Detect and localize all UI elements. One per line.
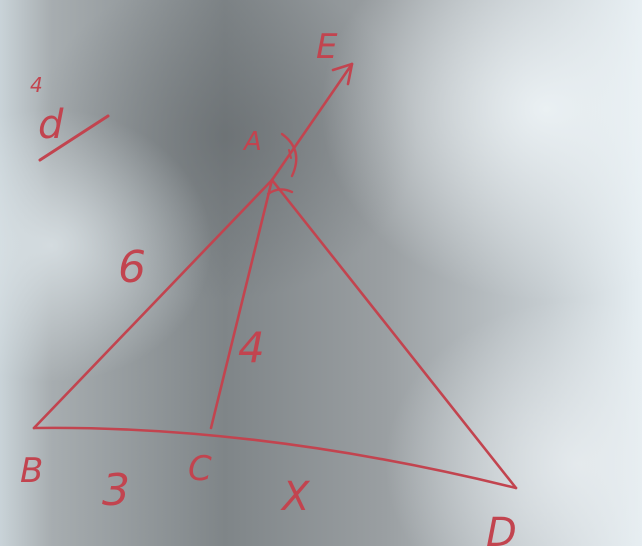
segment-cd-length: X (280, 474, 311, 520)
segment-ac (209, 178, 274, 430)
problem-letter: d (38, 102, 64, 148)
interior-angle-arc (266, 188, 294, 196)
vertex-a-label: A (242, 127, 262, 157)
segment-ac-length: 4 (238, 323, 265, 372)
ray-arrowhead (331, 62, 354, 86)
segment-bd (32, 426, 518, 490)
ray-ae (270, 62, 354, 182)
exterior-angle-arc (280, 132, 298, 178)
exterior-angle-tick (288, 149, 292, 159)
vertex-b-label: B (20, 451, 43, 491)
problem-underline (38, 114, 110, 162)
segment-ad (270, 178, 518, 490)
vertex-e-label: E (316, 27, 338, 67)
problem-number: 4 (30, 73, 43, 97)
segment-bc-length: 3 (102, 465, 130, 516)
vertex-d-label: D (486, 510, 517, 546)
segment-ba (32, 178, 274, 430)
segment-ab-length: 6 (118, 242, 146, 293)
vertex-c-label: C (188, 449, 212, 489)
